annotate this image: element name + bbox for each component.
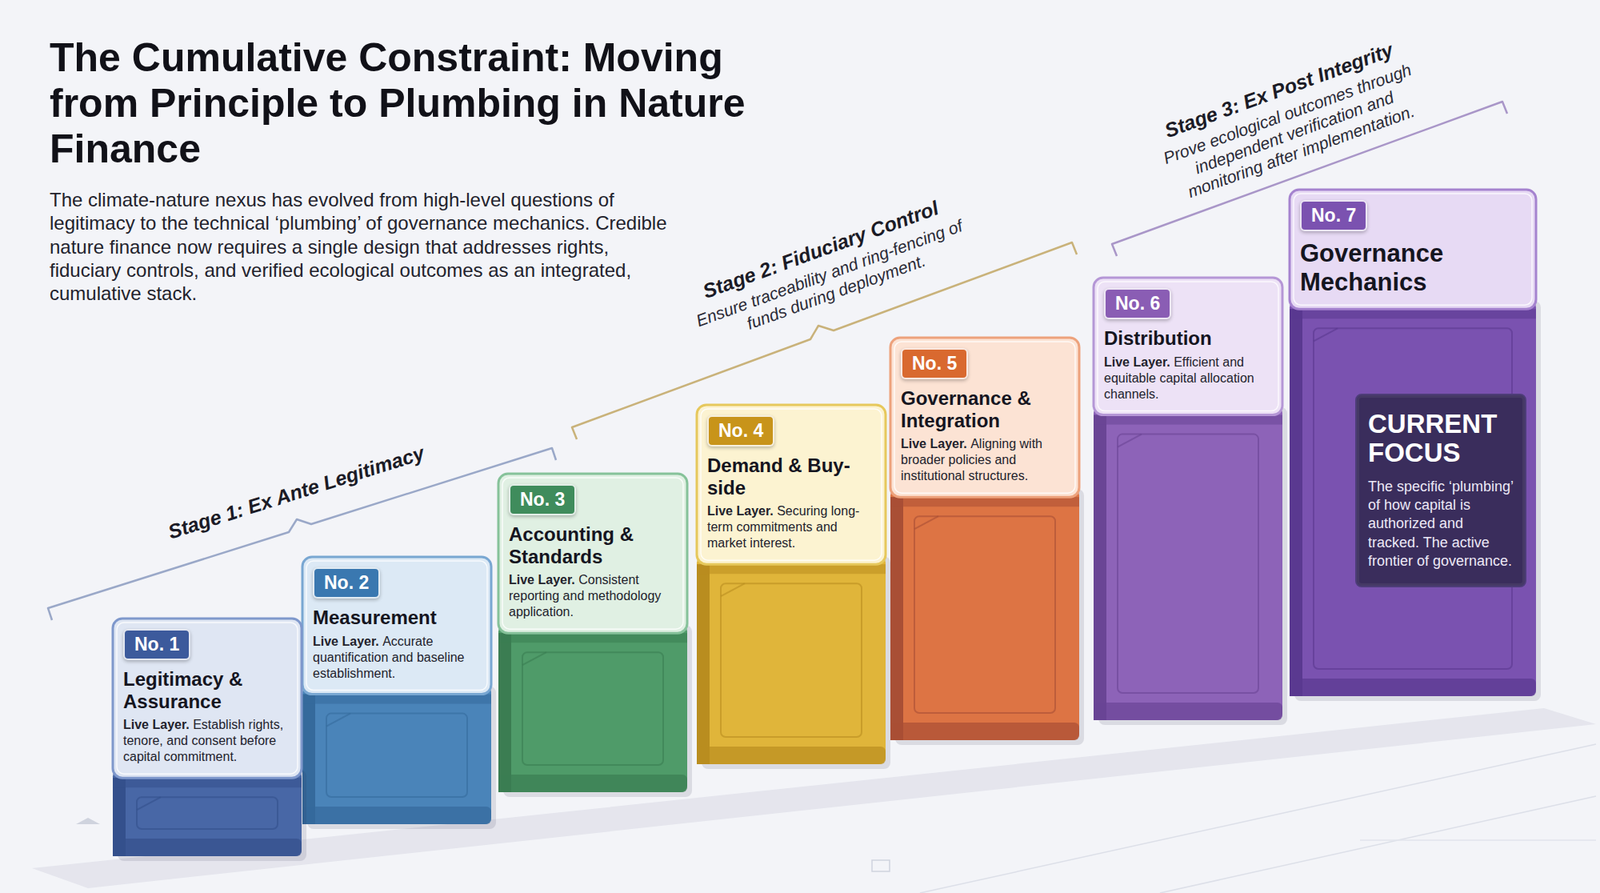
block-lip (498, 632, 688, 643)
block-top-inner (306, 560, 488, 691)
block-front (890, 488, 1080, 740)
block-front (112, 769, 302, 856)
layer-block: No. 2 MeasurementLive Layer.Accurate quan… (302, 556, 492, 824)
block-lip (302, 694, 492, 704)
layer-heading: Accounting & Standards (508, 523, 677, 568)
panel-body: The specific ‘plumbing’ of how capital i… (1368, 477, 1514, 572)
layer-status: Live Layer. (508, 572, 576, 587)
block-lip (696, 564, 886, 574)
block-panel-line (136, 796, 161, 810)
block-top (696, 404, 886, 564)
block-lip (1289, 308, 1536, 319)
callout-number: No. 7 (1300, 200, 1368, 232)
panel-heading: CURRENT FOCUS (1368, 409, 1514, 468)
block-panel-line (522, 652, 664, 765)
block-panel-line (914, 516, 1056, 713)
page-title: The Cumulative Constraint: Moving from P… (49, 35, 778, 172)
focus-panel: CURRENT FOCUS The specific ‘plumbing’ of … (1355, 393, 1527, 588)
layer-status: Live Layer. (707, 504, 774, 518)
layer-block: No. 5Governance & IntegrationLive Layer.… (890, 337, 1080, 740)
stage-group: Stage 1: Ex Ante Legitimacy (155, 437, 437, 548)
block-side (498, 632, 512, 792)
block-panel-line (720, 583, 862, 737)
layer-heading: Measurement (312, 606, 481, 629)
grid-line (920, 744, 1596, 893)
block-side (696, 564, 710, 764)
block-lip (1093, 415, 1283, 425)
block-front (302, 686, 492, 824)
block-front (696, 556, 886, 764)
block-panel-line (1117, 434, 1142, 448)
block-top (498, 473, 688, 633)
block-top (1093, 277, 1283, 416)
layer-body: Live Layer.Securing long-term commitment… (707, 503, 876, 552)
block-base (498, 774, 688, 792)
block-front (1289, 300, 1536, 696)
layer-block: No. 3 Accounting & StandardsLive Layer.Co… (498, 473, 688, 792)
layer-heading: Demand & Buy-side (707, 454, 876, 499)
floor-mark (76, 817, 100, 824)
block-base (1093, 702, 1283, 720)
layer-heading: Governance & Integration (900, 387, 1069, 432)
callout-number: No. 1 (123, 628, 191, 660)
callout-number: No. 3 (508, 484, 576, 516)
stage-group: Stage 3: Ex Post IntegrityProve ecologic… (1139, 29, 1440, 211)
layer-body: Live Layer.Efficient and equitable capit… (1104, 354, 1272, 403)
layer-status: Live Layer. (1104, 355, 1171, 369)
layer-body: Live Layer.Aligning with broader policie… (900, 436, 1069, 484)
block-top (112, 618, 302, 778)
block-front (1093, 407, 1283, 720)
block-top-inner (700, 408, 882, 560)
block-top-inner (1097, 281, 1279, 412)
layer-block: No. 6 DistributionLive Layer.Efficient an… (1093, 277, 1283, 720)
block-lip (890, 496, 1080, 507)
layer-body: Live Layer.Accurate quantification and b… (312, 633, 481, 682)
layer-block: No. 7 Governance MechanicsCURRENT FOCUS Th… (1289, 189, 1536, 696)
layer-status: Live Layer. (900, 436, 968, 451)
block-top-inner (1293, 193, 1532, 305)
callout-number: No. 2 (312, 567, 380, 599)
block-top-inner (894, 341, 1076, 493)
block-side (1289, 308, 1303, 696)
block-panel-line (326, 713, 351, 727)
stage-title: Stage 1: Ex Ante Legitimacy (155, 437, 437, 548)
block-panel-line (914, 516, 939, 529)
callout-number: No. 4 (707, 415, 775, 447)
block-top (890, 337, 1080, 497)
block-panel-line (1117, 434, 1259, 693)
block-panel-line (1313, 328, 1338, 341)
block-base (112, 838, 302, 856)
block-top-inner (502, 477, 684, 629)
layer-heading: Distribution (1104, 327, 1272, 350)
layer-status: Live Layer. (312, 634, 380, 648)
caption: The climate-nature nexus has evolved fro… (49, 188, 682, 305)
block-top (1289, 189, 1536, 309)
block-side (890, 496, 904, 740)
layer-body: Live Layer.Consistent reporting and meth… (508, 572, 677, 620)
block-panel-line (326, 713, 468, 797)
block-side (1093, 415, 1107, 720)
block-base (302, 806, 492, 824)
layer-status: Live Layer. (123, 717, 190, 732)
block-panel-line (136, 796, 278, 829)
grid-line (1360, 839, 1596, 841)
block-panel-line (720, 583, 745, 596)
callout-number: No. 6 (1104, 288, 1172, 320)
layer-body: Live Layer.Establish rights, tenore, and… (123, 716, 292, 765)
layer-block: No. 4 Demand & Buy-sideLive Layer.Securin… (696, 404, 886, 764)
layer-block: No. 1 Legitimacy & AssuranceLive Layer.Es… (112, 618, 302, 856)
grid-line (1160, 796, 1596, 893)
block-top-inner (116, 622, 298, 774)
block-top (302, 556, 492, 695)
floor-mark (872, 860, 890, 872)
block-panel-line (522, 652, 547, 665)
block-base (1289, 678, 1536, 696)
block-lip (112, 777, 302, 788)
layer-heading: Governance Mechanics (1300, 239, 1526, 296)
block-base (696, 746, 886, 764)
block-front (498, 624, 688, 792)
callout-number: No. 5 (900, 348, 968, 380)
block-base (890, 722, 1080, 740)
layer-heading: Legitimacy & Assurance (123, 668, 292, 712)
